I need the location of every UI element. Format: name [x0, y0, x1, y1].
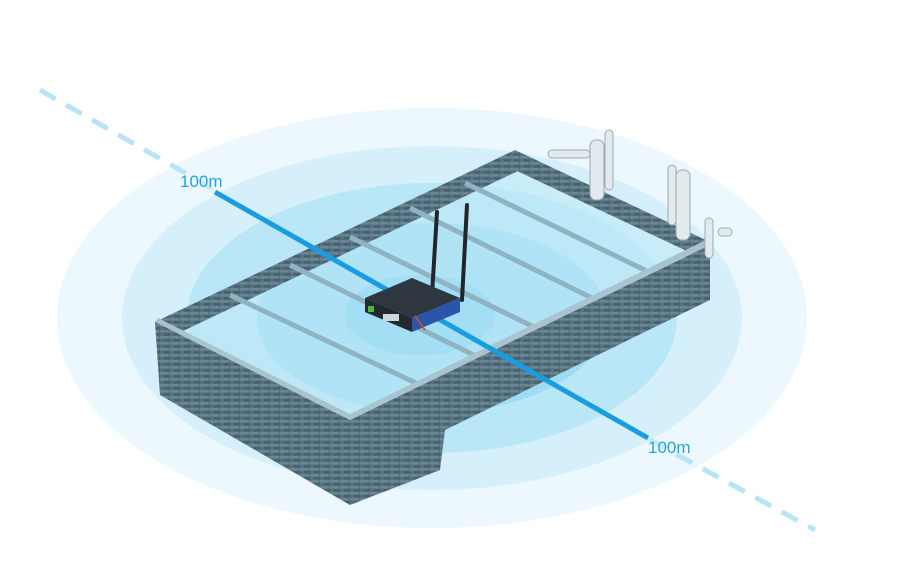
wall-back-right — [515, 150, 710, 262]
range-label-lower: 100m — [648, 438, 691, 457]
pipes-icon — [547, 129, 733, 259]
antenna-icon — [430, 210, 439, 297]
router-icon — [365, 203, 469, 332]
range-label-upper: 100m — [180, 172, 223, 191]
wall-front-left — [155, 322, 350, 505]
wall-back-left — [155, 150, 520, 342]
wall-front-right — [350, 245, 710, 505]
antenna-icon — [460, 203, 469, 302]
